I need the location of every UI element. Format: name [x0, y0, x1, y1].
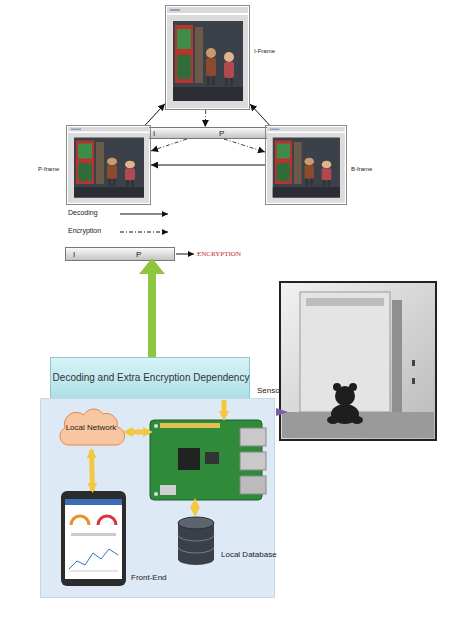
- node-label: I: [153, 129, 155, 138]
- node-label: Decoding and Extra Encryption Dependency: [51, 358, 251, 398]
- camera-photo: [280, 282, 436, 440]
- connector: [224, 139, 265, 152]
- encryption-bar: IP: [65, 247, 175, 261]
- node-label: I-Frame: [254, 48, 275, 55]
- node-label: B-frame: [351, 166, 372, 173]
- legend-label: Encryption: [68, 227, 101, 234]
- frame-screenshot: [267, 127, 345, 203]
- frame-screenshot: [68, 127, 149, 203]
- encryption-arrow: [176, 254, 194, 255]
- connector: [151, 139, 187, 151]
- node-label: I: [73, 250, 75, 259]
- network-cloud: Local Network: [56, 405, 126, 450]
- frame-screenshot: [167, 7, 248, 108]
- connector: [151, 165, 265, 166]
- node-label: Front-End: [131, 573, 167, 582]
- legend-label: Decoding: [68, 209, 98, 216]
- legend-dash-line: [120, 232, 168, 233]
- b-frame-box: B-frame: [265, 125, 347, 205]
- connector: [250, 104, 269, 125]
- connector: [205, 110, 207, 127]
- node-label: P-frame: [38, 166, 59, 173]
- system-panel: SensorLocal NetworkFront-EndLocal Databa…: [40, 398, 275, 598]
- i-frame-box: I-Frame: [165, 5, 250, 110]
- node-label: P: [219, 129, 224, 138]
- connector: [145, 104, 165, 125]
- frame-bar: IP: [140, 127, 270, 139]
- sensor-arrow: [276, 408, 288, 416]
- up-arrow: [139, 258, 165, 357]
- legend-solid-line: [120, 214, 168, 215]
- front-end-phone: Front-End: [61, 491, 126, 586]
- node-label: P: [136, 250, 141, 259]
- process-box: Decoding and Extra Encryption Dependency: [50, 357, 250, 399]
- node-label: Local Network: [56, 409, 126, 447]
- text-label: ENCRYPTION: [197, 250, 241, 258]
- p-frame-box: P-frame: [66, 125, 151, 205]
- cylinder-shape: [176, 516, 216, 566]
- node-label: Sensor: [257, 386, 282, 395]
- phone-shape: [61, 491, 126, 586]
- node-label: Local Database: [221, 550, 277, 559]
- database-cylinder: Local Database: [176, 516, 216, 566]
